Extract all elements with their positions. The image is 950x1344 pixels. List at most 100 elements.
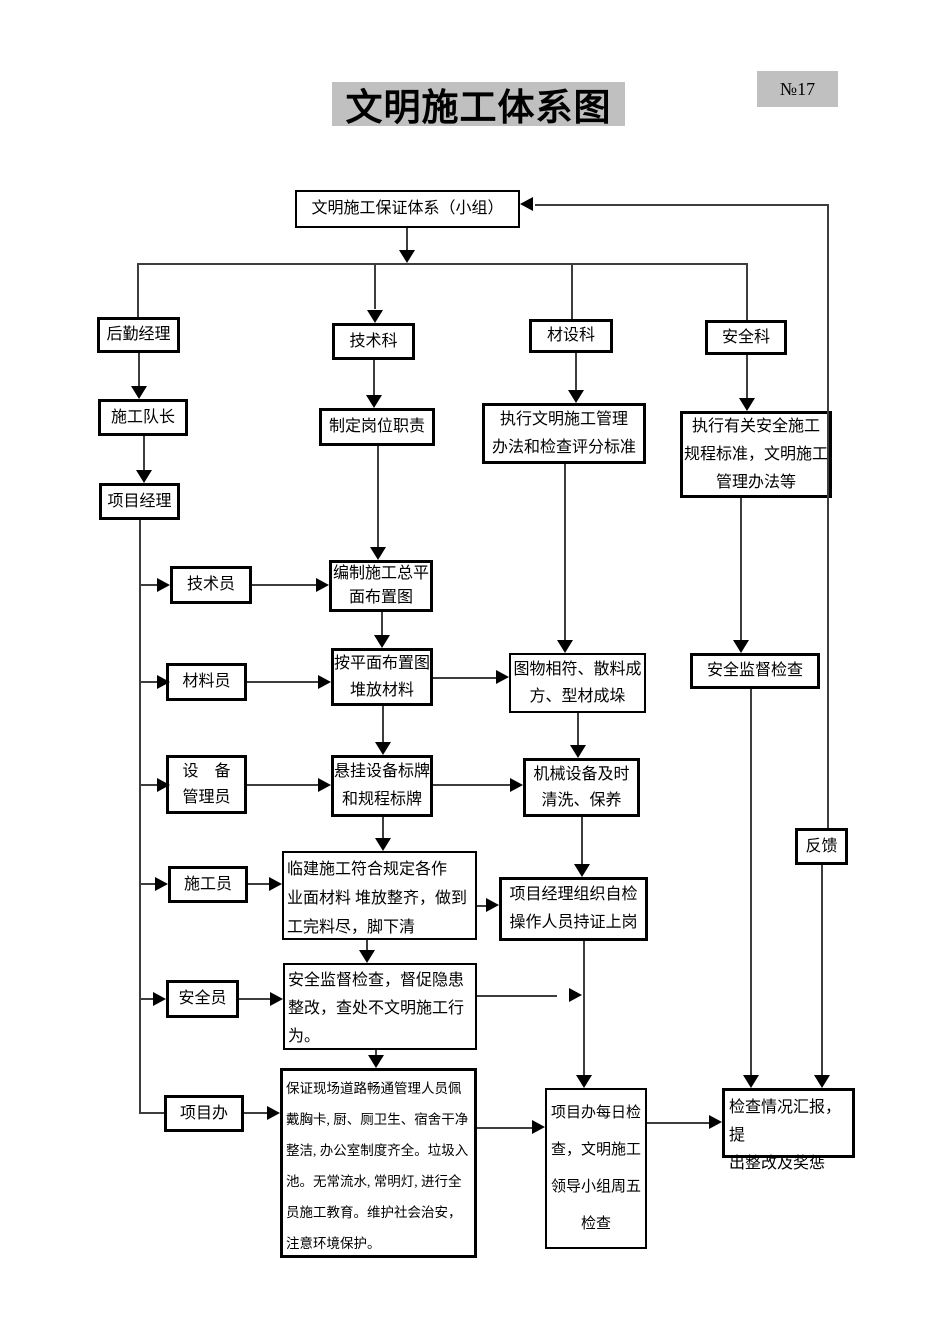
node-construction-team-leader: 施工队长 (98, 399, 188, 436)
connector-line (477, 905, 486, 907)
arrowhead-right-icon (318, 675, 331, 689)
connector-line (137, 263, 139, 317)
node-site-housekeeping-duties: 保证现场道路畅通管理人员佩戴胸卡, 厨、厕卫生、宿舍干净整洁, 办公室制度齐全。… (280, 1068, 477, 1258)
connector-line (535, 204, 827, 206)
node-top-system: 文明施工保证体系（小组） (295, 190, 520, 228)
sheet-number-badge: №17 (757, 71, 838, 107)
connector-line (375, 1050, 377, 1056)
arrowhead-down-icon (375, 838, 391, 851)
node-daily-weekly-inspection: 项目办每日检 查，文明施工 领导小组周五 检查 (545, 1088, 647, 1249)
arrowhead-right-icon (157, 778, 170, 792)
connector-line (139, 1112, 164, 1114)
connector-line (139, 681, 157, 683)
node-safety-supervision-check: 安全监督检查 (690, 653, 820, 689)
connector-line (433, 677, 496, 679)
node-safety-dept: 安全科 (705, 320, 787, 355)
arrowhead-down-icon (568, 390, 584, 403)
connector-line (366, 940, 368, 951)
arrowhead-down-icon (739, 398, 755, 411)
node-technical-dept: 技术科 (332, 323, 415, 360)
arrowhead-down-icon (131, 386, 147, 399)
connector-line (575, 353, 577, 390)
connector-line (750, 689, 752, 1075)
arrowhead-right-icon (709, 1115, 722, 1129)
node-supervise-hazard-rectification: 安全监督检查，督促隐患 整改，查处不文明施工行 为。 (283, 963, 477, 1050)
connector-line (373, 360, 375, 395)
node-project-manager: 项目经理 (99, 483, 180, 520)
arrowhead-down-icon (576, 1075, 592, 1088)
connector-line (138, 353, 140, 386)
connector-line (382, 817, 384, 838)
connector-line (577, 713, 579, 745)
connector-line (477, 995, 557, 997)
connector-line (248, 883, 269, 885)
arrowhead-down-icon (814, 1075, 830, 1088)
arrowhead-right-icon (153, 992, 166, 1006)
connector-line (647, 1122, 709, 1124)
arrowhead-down-icon (557, 640, 573, 653)
connector-line (137, 263, 747, 265)
node-feedback: 反馈 (795, 828, 848, 865)
arrowhead-right-icon (496, 670, 509, 684)
node-materials-match-plan: 图物相符、散料成 方、型材成垛 (509, 653, 646, 713)
connector-line (244, 1112, 267, 1114)
connector-line (746, 355, 748, 398)
arrowhead-down-icon (574, 864, 590, 877)
arrowhead-down-icon (368, 1055, 384, 1068)
arrowhead-right-icon (532, 1120, 545, 1134)
arrowhead-right-icon (157, 675, 170, 689)
node-hang-equipment-signs: 悬挂设备标牌 和规程标牌 (331, 755, 433, 817)
node-equipment-manager: 设 备 管理员 (166, 755, 247, 814)
arrowhead-down-icon (366, 395, 382, 408)
connector-line (583, 941, 585, 1075)
connector-line (139, 520, 141, 1114)
node-material-clerk: 材料员 (166, 663, 247, 701)
arrowhead-down-icon (743, 1075, 759, 1088)
arrowhead-right-icon (155, 877, 168, 891)
node-technician: 技术员 (170, 566, 252, 604)
connector-line (139, 883, 155, 885)
page-title-bar: 文明施工体系图 (332, 82, 625, 129)
node-compile-site-plan: 编制施工总平 面布置图 (329, 560, 433, 612)
arrowhead-right-icon (510, 778, 523, 792)
node-temporary-construction-rules: 临建施工符合规定各作 业面材料 堆放整齐，做到 工完料尽，脚下清 (282, 851, 477, 940)
arrowhead-left-icon (520, 197, 533, 211)
node-implement-safety-rules: 执行有关安全施工 规程标准，文明施工 管理办法等 (680, 411, 832, 498)
node-logistics-manager: 后勤经理 (97, 317, 180, 353)
connector-line (252, 584, 316, 586)
connector-line (377, 446, 379, 547)
arrowhead-down-icon (370, 547, 386, 560)
connector-line (571, 263, 573, 319)
connector-line (139, 998, 153, 1000)
arrowhead-down-icon (375, 742, 391, 755)
arrowhead-right-icon (267, 1106, 280, 1120)
connector-line (239, 998, 270, 1000)
page-title: 文明施工体系图 (345, 88, 612, 129)
node-stack-materials-per-plan: 按平面布置图 堆放材料 (331, 648, 433, 706)
connector-line (374, 263, 376, 309)
node-report-rectify-reward: 检查情况汇报，提 出整改及奖惩 (722, 1088, 855, 1172)
connector-line (581, 817, 583, 864)
connector-line (477, 1127, 532, 1129)
node-machinery-cleaning: 机械设备及时 清洗、保养 (523, 758, 640, 817)
connector-line (139, 784, 157, 786)
connector-line (139, 584, 157, 586)
arrowhead-down-icon (136, 470, 152, 483)
arrowhead-down-icon (367, 310, 383, 323)
arrowhead-down-icon (399, 250, 415, 263)
node-project-office: 项目办 (164, 1095, 244, 1132)
arrowhead-right-icon (486, 898, 499, 912)
node-construction-worker: 施工员 (168, 866, 248, 903)
arrowhead-right-icon (316, 578, 329, 592)
connector-line (740, 498, 742, 640)
connector-line (406, 228, 408, 252)
arrowhead-down-icon (733, 640, 749, 653)
node-implement-civilized-rules: 执行文明施工管理 办法和检查评分标准 (482, 403, 646, 464)
connector-line (247, 681, 318, 683)
arrowhead-down-icon (374, 635, 390, 648)
arrowhead-down-icon (570, 745, 586, 758)
connector-line (247, 784, 318, 786)
arrowhead-right-icon (269, 877, 282, 891)
arrowhead-down-icon (359, 950, 375, 963)
